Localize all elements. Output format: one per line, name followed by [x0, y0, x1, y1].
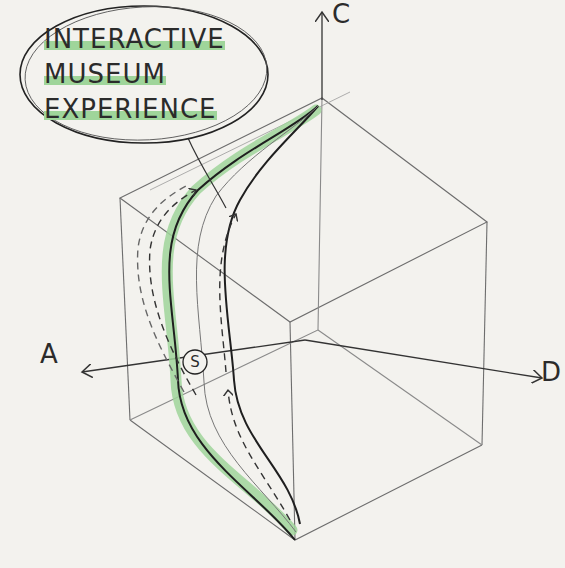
ellipse-stroke: [22, 1, 271, 146]
title-text: INTERACTIVE MUSEUM EXPERIENCE: [44, 22, 244, 127]
sketch-stroke: [228, 390, 290, 520]
sketch-stroke: [82, 340, 305, 372]
ribbon-highlight: [167, 110, 316, 530]
axis-label: C: [332, 0, 350, 28]
ellipse-stroke: [20, 6, 268, 143]
sketch-stroke: [305, 340, 542, 378]
sketch-stroke: [220, 214, 236, 372]
circle-ground: [183, 350, 207, 374]
sketch-stroke: [188, 138, 226, 208]
leader-line: [188, 138, 226, 208]
sketch-stroke: [321, 12, 322, 100]
sketch-stroke: [167, 110, 316, 530]
title-bubble: INTERACTIVE MUSEUM EXPERIENCE: [18, 4, 270, 145]
axis-label: A: [40, 340, 58, 368]
sketch-stroke: [482, 222, 487, 445]
sketch-stroke: [290, 322, 295, 540]
sketch-stroke: [318, 330, 482, 445]
sketch-stroke: [120, 98, 487, 322]
sketch-stroke: [169, 106, 318, 540]
sketch-stroke: [196, 106, 318, 532]
sketch-stroke: [130, 98, 322, 420]
curved-ribbon: [169, 106, 318, 540]
sketch-stroke: [130, 420, 482, 540]
dashed-paths: [138, 186, 290, 520]
axis-label: D: [541, 358, 561, 386]
callout-number: S: [182, 353, 208, 371]
sketch-stroke: [225, 106, 318, 524]
step-marker: S: [182, 349, 208, 375]
cube-wireframe: [120, 92, 487, 540]
sketch-stroke: [138, 186, 186, 392]
sketch-stroke: [120, 198, 130, 420]
